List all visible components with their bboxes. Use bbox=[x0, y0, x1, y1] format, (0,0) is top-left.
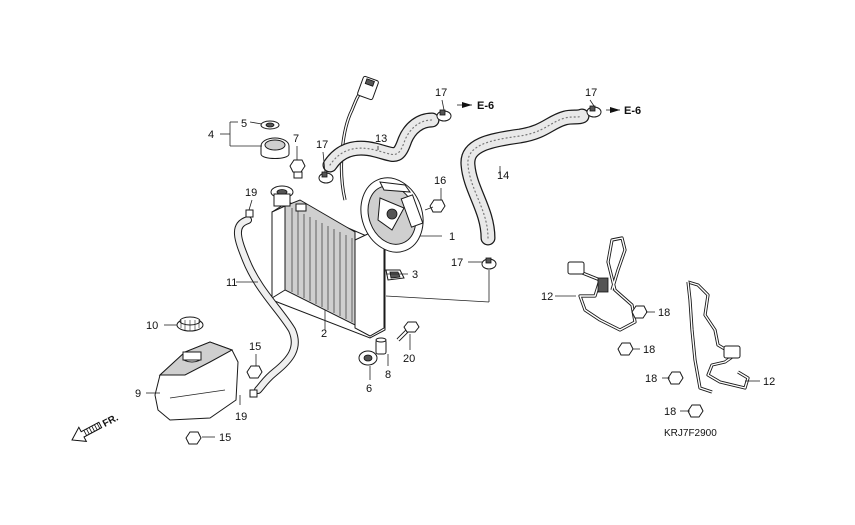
ref-arrows bbox=[462, 102, 620, 113]
callout-17c: 17 bbox=[585, 87, 597, 99]
callout-8: 8 bbox=[385, 369, 391, 381]
callout-9: 9 bbox=[135, 388, 141, 400]
callout-1: 1 bbox=[449, 231, 455, 243]
radiator-cap bbox=[260, 120, 290, 159]
bolt-7 bbox=[289, 159, 306, 179]
cooling-fan bbox=[360, 177, 424, 253]
reserve-tank-cap bbox=[176, 316, 204, 332]
callout-19b: 19 bbox=[235, 411, 247, 423]
callout-3: 3 bbox=[412, 269, 418, 281]
front-direction-label: FR. bbox=[101, 412, 121, 429]
ref-label-e6-left: E-6 bbox=[477, 100, 494, 112]
bolt-18 bbox=[617, 305, 704, 418]
callout-4: 4 bbox=[208, 129, 214, 141]
callout-17d: 17 bbox=[451, 257, 463, 269]
front-direction-arrow: FR. bbox=[71, 412, 121, 443]
callout-18c: 18 bbox=[645, 373, 657, 385]
callout-18b: 18 bbox=[643, 344, 655, 356]
bolt-15 bbox=[185, 365, 263, 445]
callout-11: 11 bbox=[226, 277, 237, 289]
callout-12b: 12 bbox=[763, 376, 775, 388]
callout-7: 7 bbox=[293, 133, 299, 145]
callout-2: 2 bbox=[321, 328, 327, 340]
callout-15b: 15 bbox=[219, 432, 231, 444]
callout-17a: 17 bbox=[316, 139, 328, 151]
fan-wire bbox=[339, 75, 379, 201]
wire-harness-left bbox=[567, 236, 637, 332]
callout-17b: 17 bbox=[435, 87, 447, 99]
callout-6: 6 bbox=[366, 383, 372, 395]
hose-clamps bbox=[318, 105, 602, 270]
clip-3 bbox=[385, 269, 405, 281]
overflow-hose-11 bbox=[234, 216, 299, 394]
reserve-tank bbox=[154, 341, 239, 421]
callout-5: 5 bbox=[241, 118, 247, 130]
clip-19 bbox=[245, 209, 258, 398]
callout-15a: 15 bbox=[249, 341, 261, 353]
bolt-16 bbox=[424, 199, 446, 213]
callout-10: 10 bbox=[146, 320, 158, 332]
grommet-6 bbox=[358, 350, 378, 366]
callout-13: 13 bbox=[375, 133, 387, 145]
ref-label-e6-right: E-6 bbox=[624, 105, 641, 117]
callout-12a: 12 bbox=[541, 291, 553, 303]
callout-14: 14 bbox=[497, 170, 509, 182]
lower-hose-14 bbox=[460, 108, 590, 246]
callout-19a: 19 bbox=[245, 187, 257, 199]
collar-8 bbox=[375, 337, 387, 355]
radiator bbox=[270, 185, 386, 339]
callout-20: 20 bbox=[403, 353, 415, 365]
callout-18a: 18 bbox=[658, 307, 670, 319]
bolt-20 bbox=[396, 321, 420, 342]
upper-hose-13 bbox=[322, 112, 440, 173]
wire-harness-right bbox=[686, 280, 750, 394]
diagram-code: KRJ7F2900 bbox=[664, 428, 717, 439]
callout-16: 16 bbox=[434, 175, 446, 187]
callout-18d: 18 bbox=[664, 406, 676, 418]
